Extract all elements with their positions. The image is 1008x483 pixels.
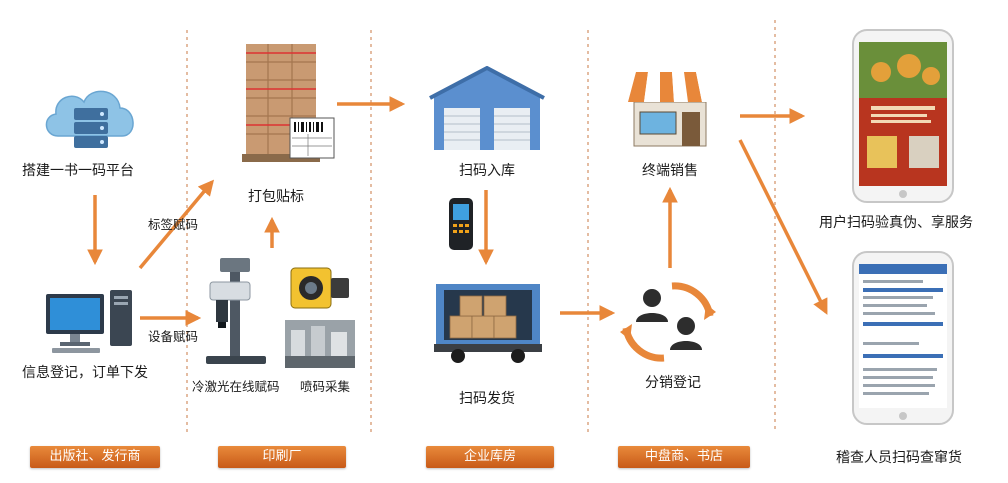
handheld-scanner-icon [446,196,476,252]
phone-top-icon [851,28,955,204]
step-scan-in-label: 扫码入库 [459,163,515,179]
step-retail-label: 终端销售 [642,163,698,179]
step-laser-label: 冷激光在线赋码 [192,379,280,394]
truck-icon [432,278,544,364]
stage-distributor-badge: 中盘商、书店 [618,446,750,468]
arrow-retail-to-inspector [738,139,828,315]
spray-line-photo [285,320,355,368]
step-inspector-label: 稽查人员扫码查窜货 [836,450,962,466]
people-cycle-icon [618,276,718,366]
laser-machine-icon [200,252,272,370]
stage-printer-badge: 印刷厂 [218,446,346,468]
stage-publisher-badge: 出版社、发行商 [30,446,160,468]
computer-icon [42,286,138,356]
stage-warehouse-badge: 企业库房 [426,446,554,468]
step-register-label: 信息登记，订单下发 [22,365,148,381]
step-device-coding-label: 设备赋码 [148,329,199,344]
step-platform-label: 搭建一书一码平台 [22,163,134,179]
phone-bottom-icon [851,250,955,426]
shop-icon [624,68,716,148]
step-packing-label: 打包贴标 [248,189,304,205]
step-scan-ship-label: 扫码发货 [459,391,515,407]
cloud-server-icon [40,78,140,158]
warehouse-icon [428,66,546,152]
step-dist-register-label: 分销登记 [645,375,701,391]
boxes-icon [238,40,338,170]
scanner-camera-icon [285,262,355,314]
step-user-verify-label: 用户扫码验真伪、享服务 [819,215,973,231]
step-tag-coding-label: 标签赋码 [148,217,199,232]
step-spray-label: 喷码采集 [300,379,351,394]
arrow-register-to-packing [138,179,215,270]
